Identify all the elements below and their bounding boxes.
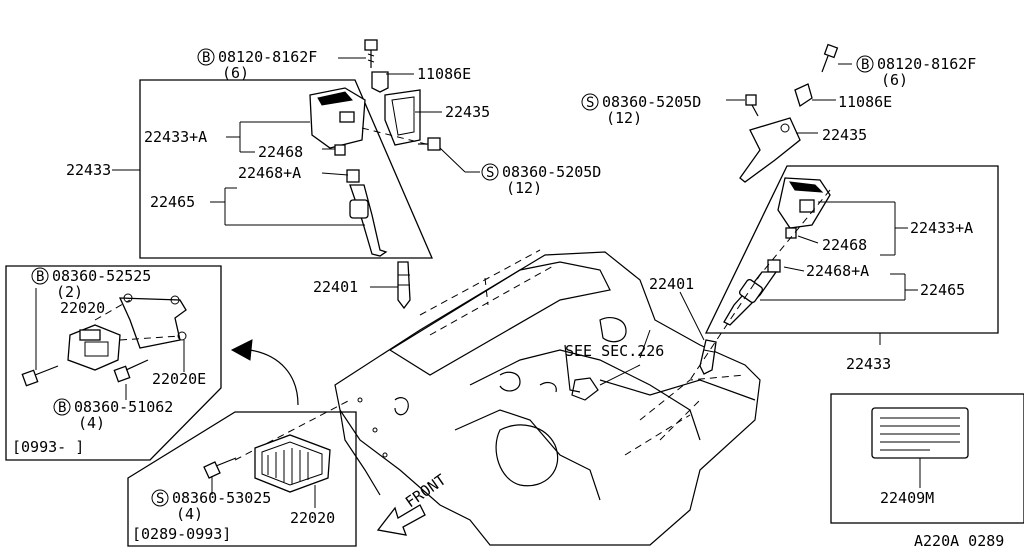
seal-a-icon bbox=[767, 259, 781, 273]
engine-block bbox=[334, 249, 761, 546]
bolt-icon bbox=[364, 39, 378, 68]
left-labels: B 08120-8162F (6) 11086E 22435 22433+A 2… bbox=[66, 48, 601, 296]
bolt-icon bbox=[21, 365, 59, 387]
label-inset-bolt-b1-qty: (2) bbox=[56, 283, 83, 301]
right-group-box bbox=[704, 165, 999, 334]
label-seal-a-right: 22468+A bbox=[806, 262, 869, 280]
label-coil-assy-a-right: 22433+A bbox=[910, 219, 973, 237]
label-clip-right: 11086E bbox=[838, 93, 892, 111]
label-inset-date: [0993- ] bbox=[12, 438, 84, 456]
inset-new-module: B 08360-52525 (2) 22020 22020E B 0 bbox=[5, 265, 222, 461]
left-leaders bbox=[112, 57, 480, 226]
left-group-box bbox=[139, 79, 433, 259]
screw-icon bbox=[418, 137, 441, 151]
seal-icon bbox=[334, 144, 346, 156]
label-coil-assy-a-left: 22433+A bbox=[144, 128, 207, 146]
label-bolt-b-top-right: 08120-8162F bbox=[877, 55, 976, 73]
label-bolt-b-top-left: 08120-8162F bbox=[218, 48, 317, 66]
lower-inset-box bbox=[127, 411, 357, 547]
inset-box bbox=[5, 265, 222, 461]
b-marker: B bbox=[36, 269, 44, 285]
spark-rod-icon bbox=[349, 184, 388, 257]
label-front: FRONT bbox=[402, 471, 449, 512]
b-marker: B bbox=[861, 57, 869, 73]
module-icon bbox=[254, 434, 331, 493]
bracket-icon bbox=[384, 89, 421, 146]
label-lower-date: [0289-0993] bbox=[132, 525, 231, 543]
inset-old-module: S 08360-53025 (4) 22020 [0289-0993] bbox=[127, 399, 357, 547]
s-marker: S bbox=[156, 491, 164, 507]
bracket-icon bbox=[739, 117, 801, 183]
left-coil-group bbox=[112, 39, 480, 310]
label-inset-module: 22020 bbox=[60, 299, 105, 317]
label-seal-right: 22468 bbox=[822, 236, 867, 254]
label-bracket-left: 22435 bbox=[445, 103, 490, 121]
right-coil-group bbox=[679, 43, 999, 381]
label-inset-bolt-b1: 08360-52525 bbox=[52, 267, 151, 285]
b-marker: B bbox=[202, 50, 210, 66]
label-screw-s-left-qty: (12) bbox=[506, 179, 542, 197]
label-seal-left: 22468 bbox=[258, 143, 303, 161]
label-bracket-right: 22435 bbox=[822, 126, 867, 144]
label-bolt-b-top-left-qty: (6) bbox=[222, 64, 249, 82]
label-plug-right: 22401 bbox=[649, 275, 694, 293]
clip-icon bbox=[794, 83, 813, 108]
label-rod-right: 22465 bbox=[920, 281, 965, 299]
label-seal-a-left: 22468+A bbox=[238, 164, 301, 182]
spark-plug-icon bbox=[699, 339, 717, 375]
label-rod-left: 22465 bbox=[150, 193, 195, 211]
label-group-left: 22433 bbox=[66, 161, 111, 179]
label-bolt-b-top-right-qty: (6) bbox=[881, 71, 908, 89]
front-arrow-icon: FRONT bbox=[376, 471, 449, 536]
label-screw-s-right-qty: (12) bbox=[606, 109, 642, 127]
label-see-sec: SEE SEC.226 bbox=[565, 342, 664, 360]
module-icon bbox=[67, 324, 121, 371]
label-screw-s-left: 08360-5205D bbox=[502, 163, 601, 181]
label-lower-module: 22020 bbox=[290, 509, 335, 527]
s-marker: S bbox=[486, 165, 494, 181]
label-label-part: 22409M bbox=[880, 489, 934, 507]
diagram-code: A220A 0289 bbox=[914, 532, 1004, 550]
screw-icon bbox=[203, 457, 237, 479]
bolt-icon bbox=[113, 359, 149, 383]
label-lower-screw-s: 08360-53025 bbox=[172, 489, 271, 507]
screw-icon bbox=[745, 94, 759, 117]
label-inset-bolt-b2: 08360-51062 bbox=[74, 398, 173, 416]
spark-plug-icon bbox=[397, 261, 411, 310]
label-plug-left: 22401 bbox=[313, 278, 358, 296]
label-clip-left: 11086E bbox=[417, 65, 471, 83]
curved-arrow-icon bbox=[230, 339, 299, 406]
label-part-box: 22409M bbox=[830, 393, 1024, 524]
label-inset-bracket: 22020E bbox=[152, 370, 206, 388]
label-inset-bolt-b2-qty: (4) bbox=[78, 414, 105, 432]
seal-a-icon bbox=[346, 169, 360, 183]
clip-icon bbox=[371, 71, 389, 93]
bolt-icon bbox=[821, 43, 839, 73]
s-marker: S bbox=[586, 95, 594, 111]
label-group-right: 22433 bbox=[846, 355, 891, 373]
seal-icon bbox=[785, 227, 797, 239]
b-marker: B bbox=[58, 400, 66, 416]
label-lower-screw-s-qty: (4) bbox=[176, 505, 203, 523]
label-screw-s-right: 08360-5205D bbox=[602, 93, 701, 111]
right-labels: B 08120-8162F (6) S 08360-5205D (12) 110… bbox=[565, 55, 976, 386]
warning-label-icon bbox=[871, 407, 969, 459]
bracket-icon bbox=[118, 293, 187, 349]
